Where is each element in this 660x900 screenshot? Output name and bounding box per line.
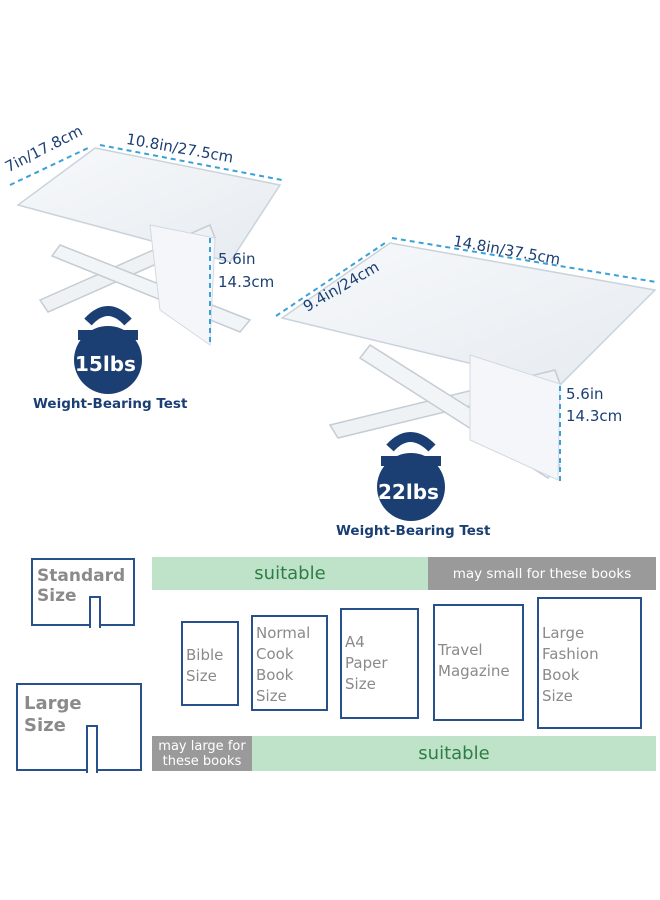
standard-size-icon: Standard Size — [31, 558, 135, 628]
large-large-bar: may large for these books — [152, 736, 252, 771]
standard-size-label: Standard Size — [37, 566, 126, 607]
kettlebell-22lbs-icon — [377, 432, 445, 521]
weight-test-caption-small: Weight-Bearing Test — [33, 396, 188, 412]
large-size-icon: Large Size — [16, 683, 142, 773]
kettlebell-15lbs-icon — [74, 306, 142, 394]
large-stand-height-in: 5.6in — [566, 385, 604, 403]
book-travel-magazine: Travel Magazine — [433, 604, 524, 721]
book-fashion-label: Large Fashion Book Size — [542, 624, 599, 705]
book-large-fashion: Large Fashion Book Size — [537, 597, 642, 729]
book-bible-label: Bible Size — [186, 646, 224, 685]
large-size-label: Large Size — [24, 693, 82, 736]
large-suitable-bar: suitable — [252, 736, 656, 771]
large-stand-height-cm: 14.3cm — [566, 407, 623, 425]
book-travel-label: Travel Magazine — [438, 641, 510, 680]
book-a4: A4 Paper Size — [340, 608, 419, 719]
standard-size-slot — [89, 596, 101, 628]
standard-suitable-bar: suitable — [152, 557, 428, 590]
book-cook-label: Normal Cook Book Size — [256, 624, 311, 705]
weight-22lbs: 22lbs — [378, 480, 439, 504]
small-stand-height-cm: 14.3cm — [218, 273, 275, 291]
weight-test-caption-large: Weight-Bearing Test — [336, 523, 491, 539]
small-stand-height-in: 5.6in — [218, 250, 256, 268]
book-cook: Normal Cook Book Size — [251, 615, 328, 711]
book-bible: Bible Size — [181, 621, 239, 706]
book-a4-label: A4 Paper Size — [345, 633, 388, 693]
standard-small-bar: may small for these books — [428, 557, 656, 590]
weight-15lbs: 15lbs — [75, 352, 136, 376]
large-size-slot — [86, 725, 98, 773]
